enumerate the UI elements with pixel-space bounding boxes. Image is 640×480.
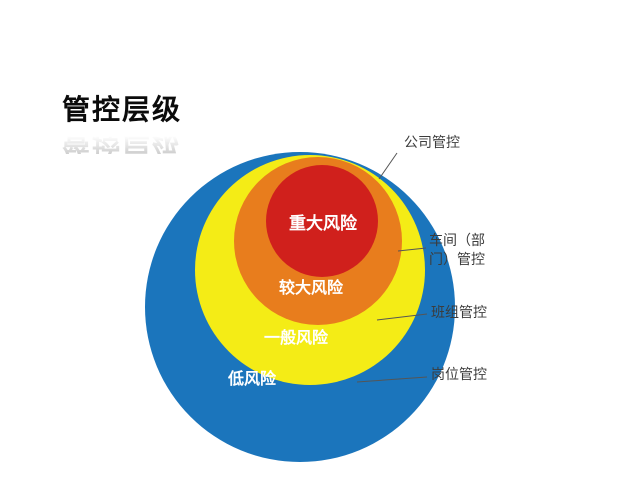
ring-label-critical-risk: 重大风险 — [289, 213, 358, 233]
annotation-workshop-control-line2: 门）管控 — [429, 251, 485, 267]
leader-line-workshop-control — [397, 247, 427, 252]
page-title: 管控层级 — [62, 94, 183, 125]
ring-label-general-risk: 一般风险 — [264, 328, 329, 347]
leader-line-post-control — [356, 376, 428, 383]
annotation-company-control: 公司管控 — [404, 134, 460, 150]
annotation-post-control: 岗位管控 — [431, 366, 487, 382]
leader-line-company-control — [378, 152, 398, 180]
leader-line-team-control — [376, 313, 428, 321]
annotation-workshop-control-line1: 车间（部 — [429, 232, 485, 248]
ring-label-low-risk: 低风险 — [227, 369, 277, 388]
ring-critical-risk — [266, 165, 378, 277]
ring-label-larger-risk: 较大风险 — [279, 278, 344, 297]
annotation-team-control: 班组管控 — [431, 304, 487, 320]
